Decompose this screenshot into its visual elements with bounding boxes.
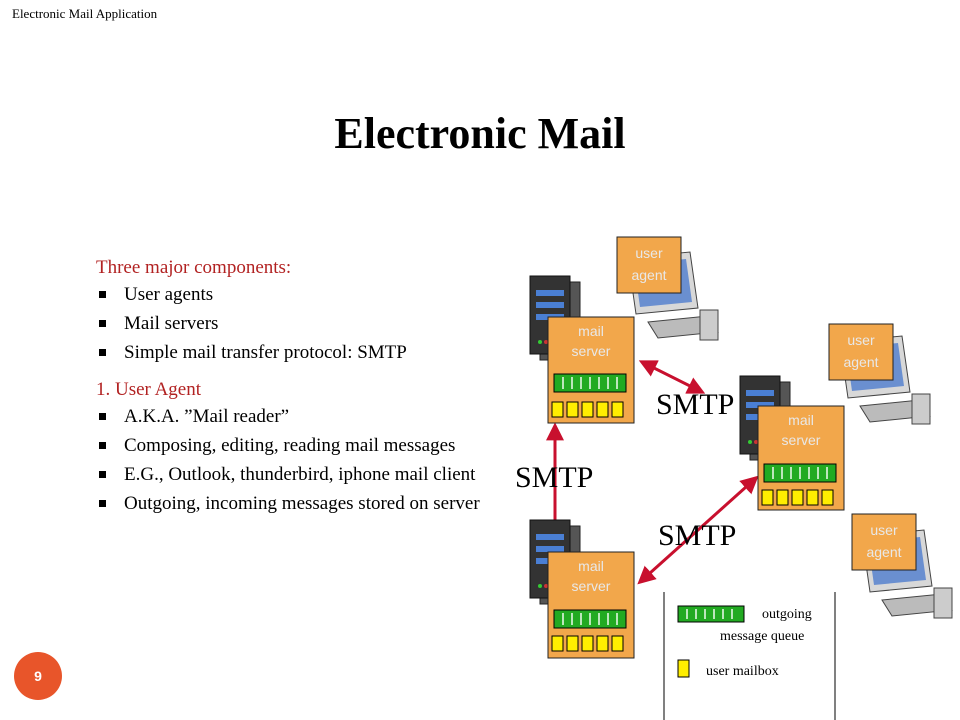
smtp-label: SMTP	[515, 461, 593, 494]
slide-title: Electronic Mail	[334, 109, 626, 158]
slide-body: Three major components: User agents Mail…	[96, 256, 496, 529]
mail-server-label: server	[782, 432, 821, 448]
user-agent-item: A.K.A. ”Mail reader”	[96, 405, 496, 428]
user-agent-list: A.K.A. ”Mail reader” Composing, editing,…	[96, 405, 496, 515]
mail-server-label: server	[572, 343, 611, 359]
smtp-label: SMTP	[656, 388, 734, 421]
header-text: Electronic Mail Application	[12, 6, 158, 21]
legend-outgoing-label: message queue	[720, 629, 804, 644]
mail-server-label: mail	[788, 412, 814, 428]
legend-outgoing-label: outgoing	[762, 607, 812, 622]
user-agent-top: user agent	[616, 236, 719, 341]
user-agent-item: E.G., Outlook, thunderbird, iphone mail …	[96, 463, 496, 486]
user-mailbox-icon	[761, 489, 834, 506]
user-agent-label: agent	[631, 267, 666, 283]
mail-server-bottom: mail server	[529, 519, 635, 659]
user-agent-right: user agent	[828, 323, 931, 425]
mail-server-label: mail	[578, 558, 604, 574]
component-item: Simple mail transfer protocol: SMTP	[96, 341, 496, 364]
component-item: User agents	[96, 283, 496, 306]
smtp-arrow	[637, 475, 759, 585]
user-agent-label: user	[847, 332, 875, 348]
user-agent-label: user	[635, 245, 663, 261]
outgoing-queue-icon	[677, 605, 745, 623]
components-list: User agents Mail servers Simple mail tra…	[96, 283, 496, 364]
user-agent-item: Composing, editing, reading mail message…	[96, 434, 496, 457]
user-agent-item: Outgoing, incoming messages stored on se…	[96, 492, 496, 515]
section-heading: 1. User Agent	[96, 379, 202, 400]
user-mailbox-icon	[551, 635, 624, 652]
mail-server-label: mail	[578, 323, 604, 339]
mail-server-top: mail server	[529, 275, 635, 424]
user-agent-label: user	[870, 522, 898, 538]
smtp-label: SMTP	[658, 519, 736, 552]
components-heading: Three major components:	[96, 257, 292, 278]
diagram-legend: outgoing message queue user mailbox	[663, 592, 836, 720]
mail-server-label: server	[572, 578, 611, 594]
user-mailbox-icon	[677, 659, 690, 678]
user-mailbox-icon	[551, 401, 624, 418]
user-agent-label: agent	[866, 544, 901, 560]
user-agent-bottom: user agent	[851, 513, 953, 619]
component-item: Mail servers	[96, 312, 496, 335]
user-agent-label: agent	[843, 354, 878, 370]
legend-mailbox-label: user mailbox	[706, 664, 779, 679]
page-number-badge: 9	[14, 652, 62, 700]
smtp-arrow	[638, 360, 706, 394]
mail-server-right: mail server	[739, 375, 845, 511]
